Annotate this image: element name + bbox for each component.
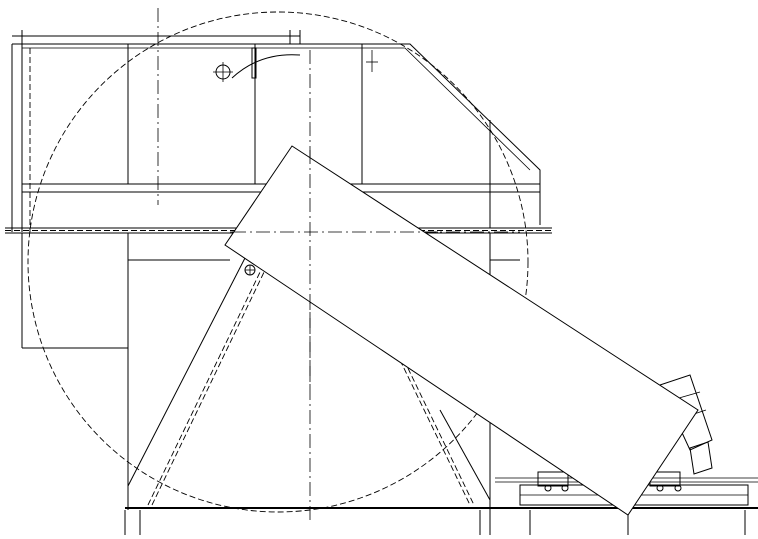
support-legs [127, 257, 491, 506]
tilted-panel [224, 145, 699, 516]
impeller-circle [27, 11, 529, 513]
lifting-eye [213, 47, 378, 82]
